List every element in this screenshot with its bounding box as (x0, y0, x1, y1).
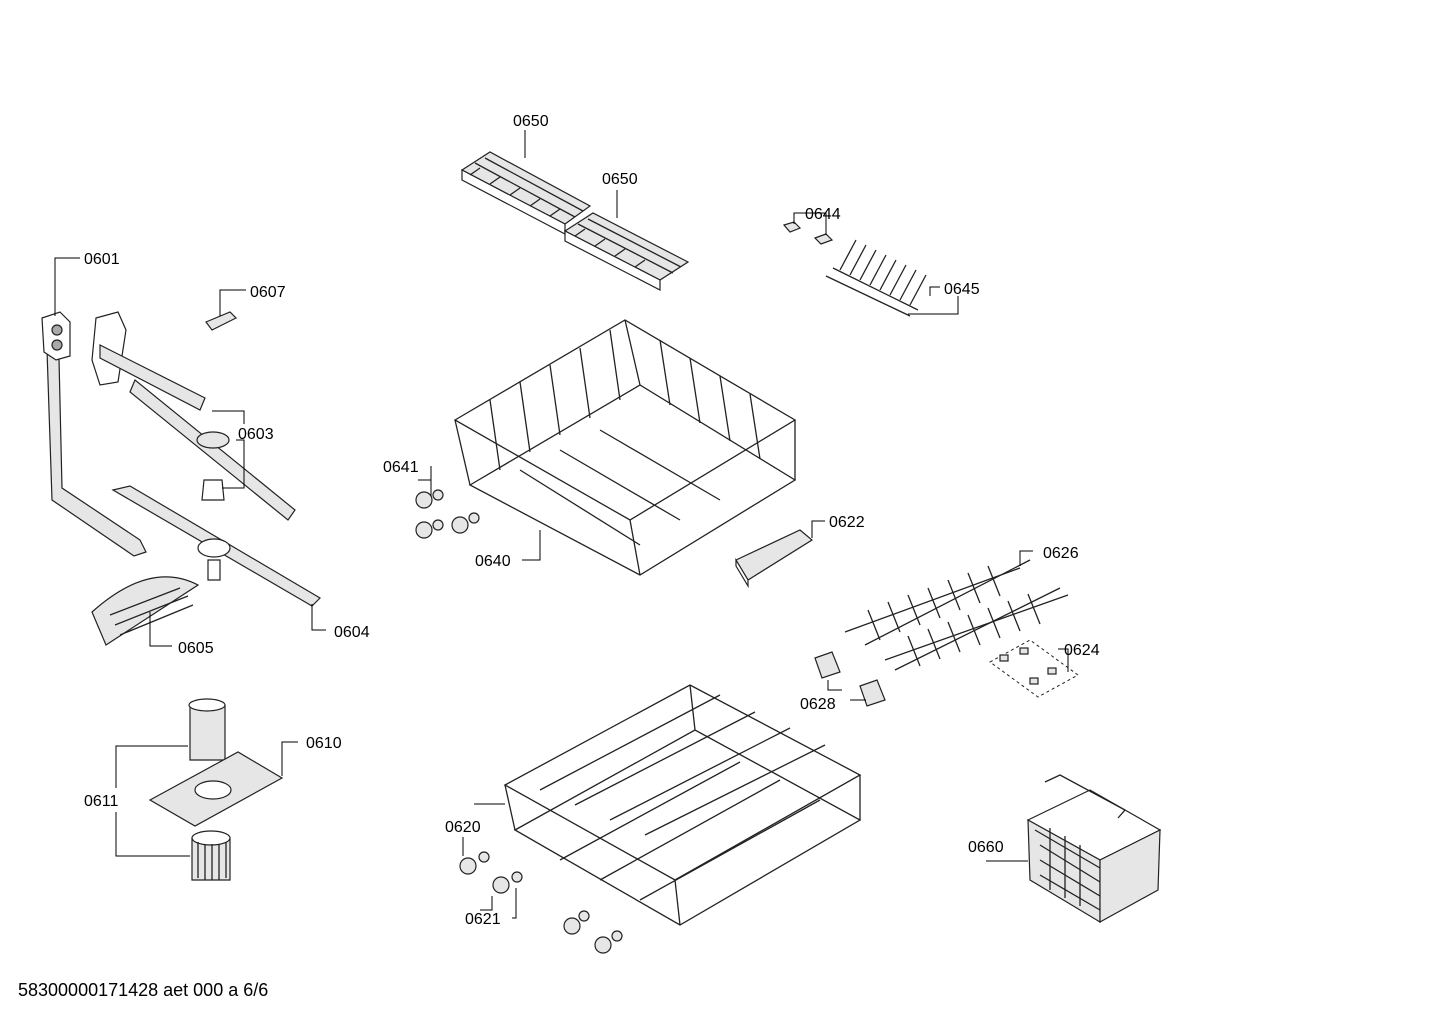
basket-handle-0622 (735, 529, 814, 589)
callout-0607: 0607 (250, 284, 286, 301)
lower-spray-arm-0604 (111, 485, 321, 607)
upper-basket-0640 (453, 319, 797, 576)
supply-tube-0601 (41, 311, 147, 557)
callout-0624: 0624 (1064, 642, 1100, 659)
leader-lines (54, 130, 1069, 919)
cup-shelf-0650-lower (563, 212, 690, 291)
rollers-0641 (415, 489, 480, 539)
lower-basket-0620 (503, 684, 862, 926)
clips-group-0624 (989, 639, 1079, 698)
wheels-0621 (459, 851, 623, 954)
callout-0641: 0641 (383, 459, 419, 476)
micro-filter-0611 (191, 830, 231, 881)
callout-0644: 0644 (805, 206, 841, 223)
callout-0626: 0626 (1043, 545, 1079, 562)
callout-0603: 0603 (238, 426, 274, 443)
tine-rack-0645 (825, 239, 927, 317)
document-code: 58300000171428 aet 000 a 6/6 (18, 980, 269, 1000)
callout-0628: 0628 (800, 696, 836, 713)
sump-filter-0610 (148, 698, 284, 827)
callout-0660: 0660 (968, 839, 1004, 856)
cup-shelf-0650-upper (460, 151, 592, 235)
holders-0628 (814, 651, 886, 707)
filter-plate-0605 (91, 576, 200, 646)
cutlery-basket-0660 (1026, 774, 1162, 924)
callout-0640: 0640 (475, 553, 511, 570)
callout-0620: 0620 (445, 819, 481, 836)
callout-0650-lower: 0650 (602, 171, 638, 188)
callout-0621: 0621 (465, 911, 501, 928)
callout-0604: 0604 (334, 624, 370, 641)
spray-arm-assembly-0603 (91, 311, 296, 521)
callout-0611: 0611 (84, 793, 119, 810)
callout-0605: 0605 (178, 640, 214, 657)
clips-0644 (782, 221, 834, 245)
tine-rows-0626 (844, 559, 1069, 671)
callout-0601: 0601 (84, 251, 120, 268)
nozzle-0607 (205, 311, 238, 331)
callout-0610: 0610 (306, 735, 342, 752)
callout-0645: 0645 (944, 281, 980, 298)
callout-0650-upper: 0650 (513, 113, 549, 130)
callout-0622: 0622 (829, 514, 865, 531)
